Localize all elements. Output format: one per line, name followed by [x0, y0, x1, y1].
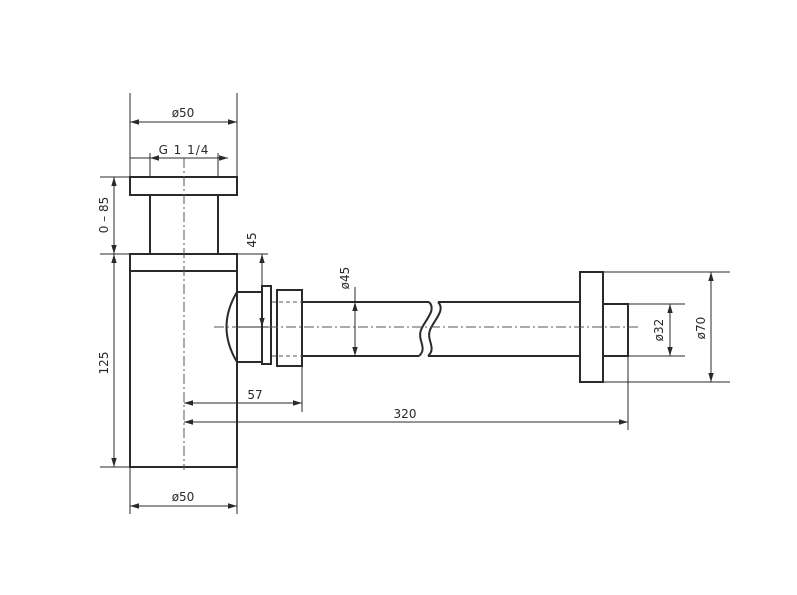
label-height-adjust: 0 – 85: [97, 197, 111, 234]
label-offset-57: 57: [247, 388, 262, 402]
outlet-tube: [602, 303, 629, 357]
label-flange-diameter: ø70: [694, 317, 708, 340]
label-length-320: 320: [394, 407, 417, 421]
dimensions: [100, 93, 730, 514]
elbow-dome: [225, 291, 238, 366]
siphon-outline: [129, 176, 629, 468]
elbow-flange: [261, 285, 272, 365]
label-outlet-diameter: ø32: [652, 319, 666, 342]
pipe-nut: [276, 289, 303, 367]
center-lines: [183, 158, 640, 470]
label-pipe-diameter: ø45: [338, 267, 352, 290]
dimension-labels: ø50 G 1 1/4 0 – 85 45 125 ø45 57 320 ø32…: [97, 106, 708, 504]
label-offset-45: 45: [245, 232, 259, 247]
label-thread: G 1 1/4: [159, 143, 210, 157]
pipe-break: [418, 301, 442, 357]
label-body-height: 125: [97, 352, 111, 375]
label-bottom-diameter: ø50: [172, 490, 195, 504]
label-top-diameter: ø50: [172, 106, 195, 120]
